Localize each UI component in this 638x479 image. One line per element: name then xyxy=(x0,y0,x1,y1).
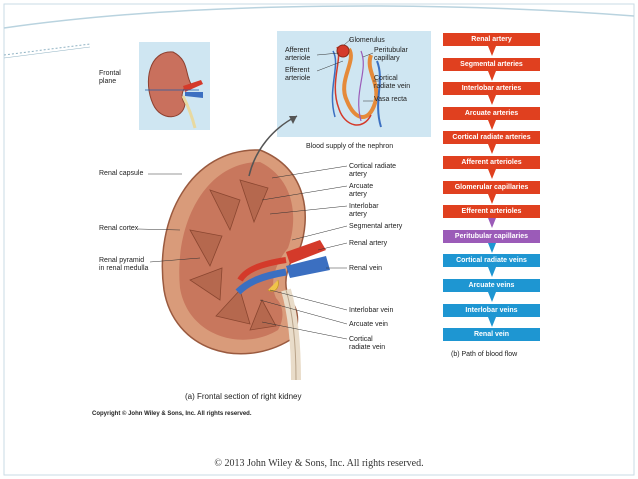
flow-arrow-icon xyxy=(488,70,496,81)
efferent-arteriole-label: Efferent arteriole xyxy=(285,67,311,82)
renal-pyramid-label: Renal pyramid in renal medulla xyxy=(99,257,149,272)
flow-step: Renal artery xyxy=(443,33,540,46)
flow-arrow-icon xyxy=(488,95,496,106)
flow-step: Glomerular capillaries xyxy=(443,180,540,194)
cortical-radiate-vein-label: Cortical radiate vein xyxy=(349,336,386,351)
slide-footer: © 2013 John Wiley & Sons, Inc. All right… xyxy=(214,458,424,469)
flow-step: Efferent arterioles xyxy=(443,205,540,219)
flow-arrow-icon xyxy=(488,267,496,278)
nephron-illustration xyxy=(316,38,382,128)
interlobar-artery-label: Interlobar artery xyxy=(349,203,379,218)
frontal-plane-inset xyxy=(139,42,210,130)
renal-vein-label: Renal vein xyxy=(349,265,383,272)
renal-capsule-label: Renal capsule xyxy=(99,170,144,177)
kidney-section-illustration xyxy=(161,149,330,381)
flow-step: Afferent arterioles xyxy=(443,156,540,169)
flow-arrow-icon xyxy=(488,144,496,155)
peritubular-capillary-label: Peritubular capillary xyxy=(374,47,408,62)
cortical-radiate-vein-inset-label: Cortical radiate vein xyxy=(374,75,411,90)
flow-arrow-icon xyxy=(488,242,496,253)
flow-step: Peritubular capillaries xyxy=(443,229,540,243)
renal-artery-label: Renal artery xyxy=(349,240,388,247)
zoom-arrow xyxy=(248,115,298,177)
flow-step: Interlobar arteries xyxy=(443,82,540,96)
afferent-arteriole-label: Afferent arteriole xyxy=(285,47,311,62)
flow-step: Cortical radiate veins xyxy=(443,254,540,268)
flow-arrow-icon xyxy=(488,119,496,130)
inset-kidney-illustration xyxy=(145,51,203,129)
renal-cortex-label: Renal cortex xyxy=(99,225,139,232)
flow-arrow-icon xyxy=(488,292,496,302)
glomerulus-label: Glomerulus xyxy=(349,37,385,44)
segmental-artery-label: Segmental artery xyxy=(349,223,403,230)
arcuate-artery-label: Arcuate artery xyxy=(349,183,374,198)
flow-arrow-icon xyxy=(488,169,496,179)
frontal-plane-label: Frontal plane xyxy=(99,70,121,85)
flow-arrow-icon xyxy=(488,316,496,327)
nephron-caption: Blood supply of the nephron xyxy=(306,143,394,150)
flow-step: Segmental arteries xyxy=(443,57,540,71)
arcuate-vein-label: Arcuate vein xyxy=(349,321,388,328)
flow-arrow-icon xyxy=(488,46,496,56)
flow-step: Interlobar veins xyxy=(443,303,540,317)
flow-step: Cortical radiate arteries xyxy=(443,131,540,145)
cortical-radiate-artery-label: Cortical radiate artery xyxy=(349,163,397,178)
interlobar-vein-label: Interlobar vein xyxy=(349,307,394,314)
flow-arrow-icon xyxy=(488,193,496,204)
flow-arrow-icon xyxy=(488,218,496,229)
flow-step: Renal vein xyxy=(443,328,540,342)
caption-b: (b) Path of blood flow xyxy=(451,351,518,358)
vasa-recta-label: Vasa recta xyxy=(374,96,407,103)
figure-copyright: Copyright © John Wiley & Sons, Inc. All … xyxy=(92,411,252,417)
nephron-inset xyxy=(277,31,431,137)
flow-step: Arcuate arteries xyxy=(443,106,540,120)
caption-a: (a) Frontal section of right kidney xyxy=(185,392,302,401)
flow-step: Arcuate veins xyxy=(443,279,540,292)
